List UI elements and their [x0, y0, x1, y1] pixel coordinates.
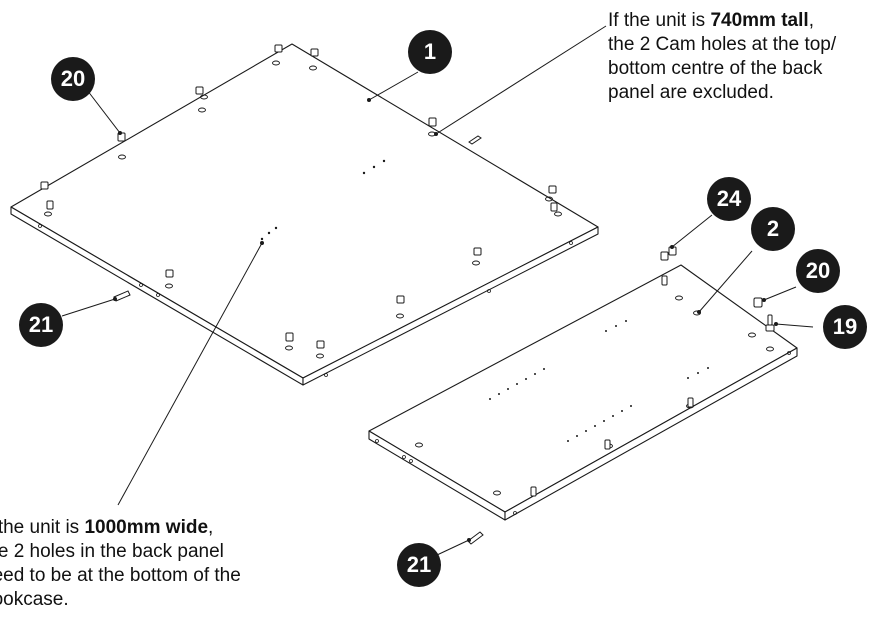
callout-part-20-left: 20 [51, 57, 95, 101]
panel-1-cam-fittings [40, 44, 558, 349]
callout-part-21-bottom: 21 [397, 543, 441, 587]
leader-part-19 [775, 323, 814, 328]
panel-1 [10, 43, 599, 386]
panel-1-top-face [10, 43, 599, 379]
note-bottom-line4: bookcase. [0, 589, 69, 610]
note-top-line1-suffix: , [808, 10, 814, 31]
note-1000mm-wide: If the unit is 1000mm wide, the 2 holes … [0, 516, 241, 612]
panel-2-right-edge [504, 347, 798, 521]
panel-1-right-edge [302, 226, 599, 386]
dowel-panel-1 [468, 135, 482, 145]
note-740mm-tall: If the unit is 740mm tall, the 2 Cam hol… [608, 9, 836, 105]
leader-part-20-right [763, 286, 797, 301]
callout-part-1: 1 [408, 30, 452, 74]
panel-2-cam-bolts [530, 275, 694, 497]
panel-1-edge-holes [38, 224, 573, 377]
part-19-cam-bolt [765, 314, 775, 332]
note-bottom-line1-prefix: If the unit is [0, 517, 80, 538]
panel-2-shelf-pin-holes [489, 320, 709, 442]
callout-part-2: 2 [751, 207, 795, 251]
leader-note-top [435, 25, 607, 135]
part-21-dowel-bottom [467, 531, 484, 545]
note-bottom-line1-bold: 1000mm wide [84, 517, 209, 538]
leader-note-bottom [117, 242, 263, 506]
note-top-line4: panel are excluded. [608, 82, 774, 103]
callout-part-21-left: 21 [19, 303, 63, 347]
part-24-fittings [660, 246, 677, 261]
note-bottom-line3: need to be at the bottom of the [0, 565, 241, 586]
panel-1-holes [44, 60, 562, 359]
callout-part-20-right: 20 [796, 249, 840, 293]
note-top-line1-bold: 740mm tall [710, 10, 809, 31]
leader-part-2 [698, 250, 753, 313]
part-20-cam-lock-right [753, 297, 763, 308]
leader-part-20-left [83, 85, 121, 134]
leader-lines [61, 25, 814, 556]
note-bottom-line2: the 2 holes in the back panel [0, 541, 224, 562]
panel-2 [368, 264, 798, 521]
callout-part-19: 19 [823, 305, 867, 349]
leader-part-21-left [61, 298, 116, 317]
note-top-line2: the 2 Cam holes at the top/ [608, 34, 837, 55]
note-bottom-line1-suffix: , [208, 517, 214, 538]
leader-part-24 [671, 214, 713, 248]
leader-part-21-bottom [436, 539, 470, 556]
panel-1-shelf-pin-holes [260, 159, 386, 241]
panel-2-edge-holes [375, 351, 791, 515]
leader-dots [113, 98, 778, 542]
callout-part-24: 24 [707, 177, 751, 221]
note-top-line1-prefix: If the unit is [608, 10, 711, 31]
leader-part-1 [368, 71, 419, 101]
note-top-line3: bottom centre of the back [608, 58, 823, 79]
